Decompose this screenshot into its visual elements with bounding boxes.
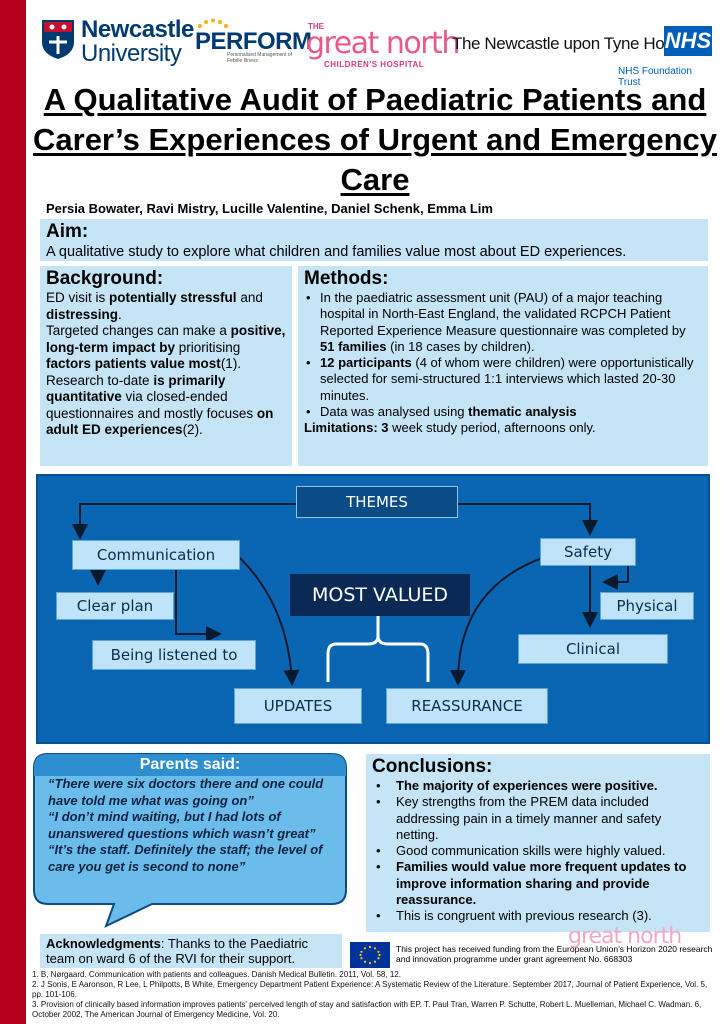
quote-1: “There were six doctors there and one co…	[48, 776, 324, 808]
gnch-logo-the: THE	[308, 22, 324, 31]
gnch-watermark: great north	[568, 924, 682, 949]
diagram-arrows	[72, 503, 629, 686]
quote-3: “It’s the staff. Definitely the staff; t…	[48, 842, 323, 874]
perform-logo-text: PERFORM	[195, 28, 312, 55]
acknowledgments-text: : Thanks to the Paediatric team on ward …	[46, 936, 309, 966]
reference-item: 1. B, Nørgaard. Communication with patie…	[32, 970, 401, 979]
logo-strip: Newcastle University PERFORM Personalise…	[38, 12, 714, 88]
conclusion-item: Families would value more frequent updat…	[372, 859, 704, 908]
themes-diagram: THEMES Communication Safety MOST VALUED …	[36, 474, 710, 744]
methods-list: In the paediatric assessment unit (PAU) …	[304, 290, 702, 421]
most-valued-box: MOST VALUED	[290, 574, 470, 616]
background-p2: Targeted changes can make a positive, lo…	[46, 323, 286, 371]
poster-title: A Qualitative Audit of Paediatric Patien…	[33, 82, 717, 197]
eu-flag-icon	[350, 942, 390, 968]
being-listened-box: Being listened to	[92, 640, 256, 670]
gnch-logo: great north	[306, 26, 460, 61]
methods-item: 12 participants (4 of whom were children…	[304, 355, 702, 404]
background-section: Background: ED visit is potentially stre…	[40, 266, 292, 466]
trust-name: The Newcastle upon Tyne Hospitals	[452, 34, 710, 53]
conclusion-item: This is congruent with previous research…	[372, 908, 704, 925]
nhs-logo: NHS	[664, 26, 712, 56]
authors: Persia Bowater, Ravi Mistry, Lucille Val…	[46, 201, 493, 216]
parents-quotes-bubble: Parents said: “There were six doctors th…	[32, 752, 362, 928]
conclusion-item: The majority of experiences were positiv…	[372, 778, 704, 795]
newcastle-logo-line1: Newcastle	[81, 16, 194, 43]
foundation-trust-label: NHS Foundation Trust	[618, 66, 692, 88]
reference-item: 2. J Sonis, E Aaronson, R Lee, L Philpot…	[32, 980, 708, 999]
methods-heading: Methods:	[304, 268, 389, 289]
themes-box: THEMES	[296, 486, 458, 518]
acknowledgments-section: Acknowledgments: Thanks to the Paediatri…	[40, 934, 342, 968]
methods-item: In the paediatric assessment unit (PAU) …	[304, 290, 702, 355]
newcastle-shield-icon	[42, 20, 74, 59]
conclusions-list: The majority of experiences were positiv…	[372, 778, 704, 925]
gnch-logo-subtitle: CHILDREN'S HOSPITAL	[324, 60, 425, 69]
clinical-box: Clinical	[518, 634, 668, 664]
background-p3: Research to-date is primarily quantitati…	[46, 372, 274, 438]
eu-funding-text: This project has received funding from t…	[396, 944, 713, 964]
methods-section: Methods: In the paediatric assessment un…	[298, 266, 708, 466]
reference-item: 3. Provision of clinically based informa…	[32, 1000, 702, 1019]
conclusions-heading: Conclusions:	[372, 756, 493, 777]
conclusion-item: Key strengths from the PREM data include…	[372, 794, 704, 843]
limitations: Limitations: 3 week study period, aftern…	[304, 420, 596, 436]
communication-box: Communication	[72, 540, 240, 570]
newcastle-logo-line2: University	[81, 40, 182, 67]
acknowledgments-label: Acknowledgments	[46, 936, 161, 951]
conclusions-section: Conclusions: The majority of experiences…	[366, 754, 710, 932]
clear-plan-box: Clear plan	[56, 592, 174, 620]
quotes-text: “There were six doctors there and one co…	[48, 776, 342, 876]
references: 1. B, Nørgaard. Communication with patie…	[32, 970, 716, 1020]
perform-stars-icon	[198, 18, 228, 28]
speech-bubble-shape	[33, 753, 347, 928]
quote-2: “I don’t mind waiting, but I had lots of…	[48, 809, 316, 841]
methods-item: Data was analysed using thematic analysi…	[304, 404, 702, 421]
conclusion-item: Good communication skills were highly va…	[372, 843, 704, 860]
aim-section: Aim: A qualitative study to explore what…	[40, 219, 708, 261]
background-p1: ED visit is potentially stressful and di…	[46, 290, 263, 322]
aim-text: A qualitative study to explore what chil…	[46, 244, 627, 260]
physical-box: Physical	[600, 592, 694, 620]
background-heading: Background:	[46, 268, 164, 289]
perform-logo-subtitle: Personalised Management of Febrile Illne…	[227, 52, 293, 64]
aim-heading: Aim:	[46, 221, 89, 242]
updates-box: UPDATES	[234, 688, 362, 724]
left-accent-bar	[0, 0, 26, 1024]
reassurance-box: REASSURANCE	[386, 688, 548, 724]
parents-said-heading: Parents said:	[139, 756, 241, 773]
perform-logo: PERFORM	[195, 28, 312, 56]
safety-box: Safety	[540, 538, 636, 566]
